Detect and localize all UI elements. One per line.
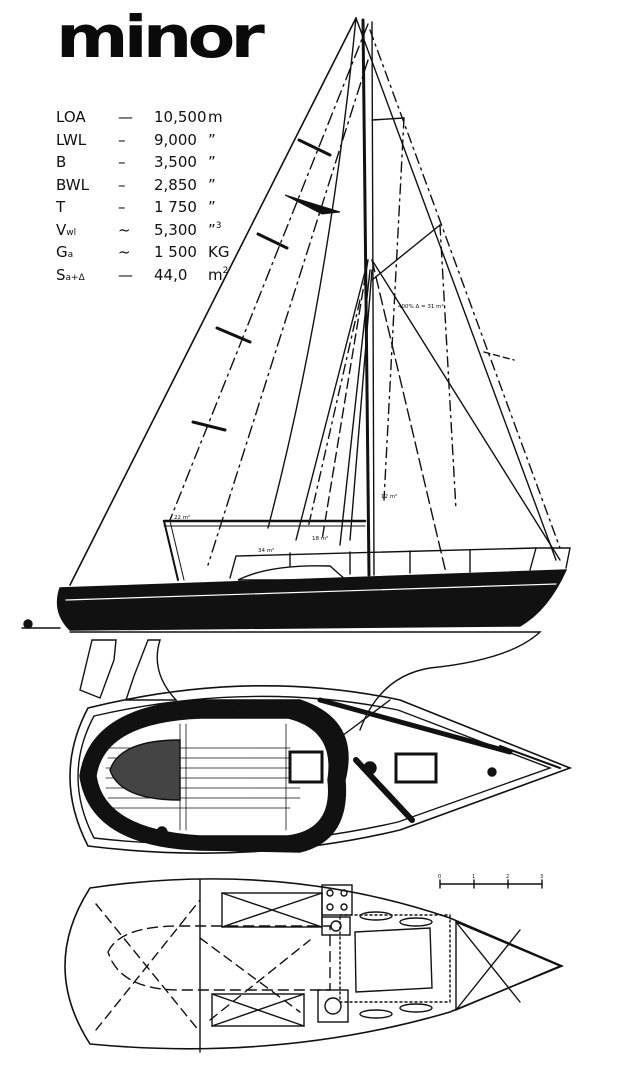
spec-unit: ”	[208, 175, 216, 194]
spec-subscript: a	[67, 250, 74, 260]
hull-profile	[56, 569, 568, 631]
main-upper-area-label: 22 m²	[174, 514, 190, 521]
spec-label: LOA	[56, 108, 86, 126]
spec-unit: m	[208, 265, 223, 284]
boat-name-title: minor	[56, 3, 265, 71]
cleat-bow	[487, 767, 497, 777]
toerail-bow	[499, 745, 561, 769]
spec-label: S	[56, 265, 66, 284]
scale-tick-label: 2	[506, 874, 509, 880]
coachroof	[237, 565, 348, 581]
interior-outline	[64, 878, 565, 1050]
spec-unit: ”	[208, 198, 216, 216]
spec-separator: ~	[118, 243, 131, 261]
genoa-area-label: 400% Δ = 31 m²	[398, 303, 444, 310]
waterline-profile	[69, 631, 542, 731]
galley-block	[321, 884, 353, 936]
spec-label: V	[56, 220, 67, 239]
mid-area-label: 18 m²	[312, 535, 328, 542]
spec-separator: –	[118, 198, 126, 216]
boom-on-deck	[353, 757, 415, 823]
spec-unit: ”	[208, 153, 216, 171]
scale-tick-label: 0	[438, 874, 441, 880]
boom	[162, 519, 367, 581]
main-small-area-label: 12 m²	[381, 493, 397, 500]
companionway	[109, 739, 181, 801]
toerail-port	[317, 697, 513, 755]
spec-superscript: 2	[222, 265, 229, 276]
spec-value: 10,500	[154, 108, 207, 126]
deck-divider-line	[329, 699, 391, 746]
keel	[125, 639, 178, 701]
staysail	[371, 117, 561, 591]
spec-separator: –	[118, 175, 126, 194]
cross-bracing	[95, 899, 311, 1033]
main-lower-area-label: 34 m²	[258, 547, 274, 554]
berth-aft	[107, 925, 331, 991]
waterline-marker	[23, 619, 33, 629]
spec-value: 44,0	[154, 265, 188, 284]
sail-battens	[191, 138, 332, 432]
spec-value: 9,000	[154, 130, 197, 149]
spec-value: 2,850	[154, 175, 197, 194]
scale-bar	[439, 879, 543, 889]
spec-superscript: 3	[215, 220, 222, 231]
forward-cabin	[455, 920, 562, 1012]
spec-separator: –	[118, 153, 126, 171]
winch-port	[232, 704, 244, 716]
spec-subscript: a+Δ	[65, 272, 85, 283]
spec-separator: —	[118, 265, 133, 284]
accommodation-plan	[64, 878, 565, 1053]
scale-tick-label: 1	[472, 874, 475, 880]
spec-unit: m	[208, 108, 223, 126]
spec-label: LWL	[56, 130, 87, 149]
genoa-sail	[69, 17, 561, 586]
saloon-table	[354, 927, 433, 993]
sail-plan	[21, 17, 571, 731]
spec-subscript: wl	[66, 227, 77, 238]
spec-value: 5,300	[154, 220, 197, 239]
spec-label: BWL	[56, 175, 89, 194]
sail-insignia	[284, 194, 341, 215]
winch-starboard	[156, 826, 168, 838]
spec-unit: ”	[208, 130, 216, 149]
spec-separator: –	[118, 130, 126, 149]
hatch-main	[288, 750, 324, 784]
spec-separator: ~	[118, 220, 131, 239]
sheer-line	[65, 583, 557, 601]
spec-label: G	[56, 243, 68, 261]
deck-plan	[69, 684, 573, 854]
scale-tick-label: 3	[540, 874, 543, 880]
saloon-settee	[339, 914, 451, 1003]
spec-label: B	[56, 153, 67, 171]
spec-unit: KG	[208, 243, 230, 261]
spec-label: T	[56, 198, 66, 216]
rudder	[79, 639, 117, 699]
hatch-forward	[394, 752, 438, 784]
spec-separator: —	[118, 108, 133, 126]
winch-aft	[156, 706, 168, 718]
head-block	[317, 911, 433, 1023]
spec-unit: ”	[208, 220, 216, 239]
mast	[361, 18, 375, 577]
berth-port	[211, 993, 305, 1027]
spec-value: 3,500	[154, 153, 197, 171]
spec-value: 1 500	[154, 243, 197, 261]
spec-value: 1 750	[154, 198, 197, 216]
